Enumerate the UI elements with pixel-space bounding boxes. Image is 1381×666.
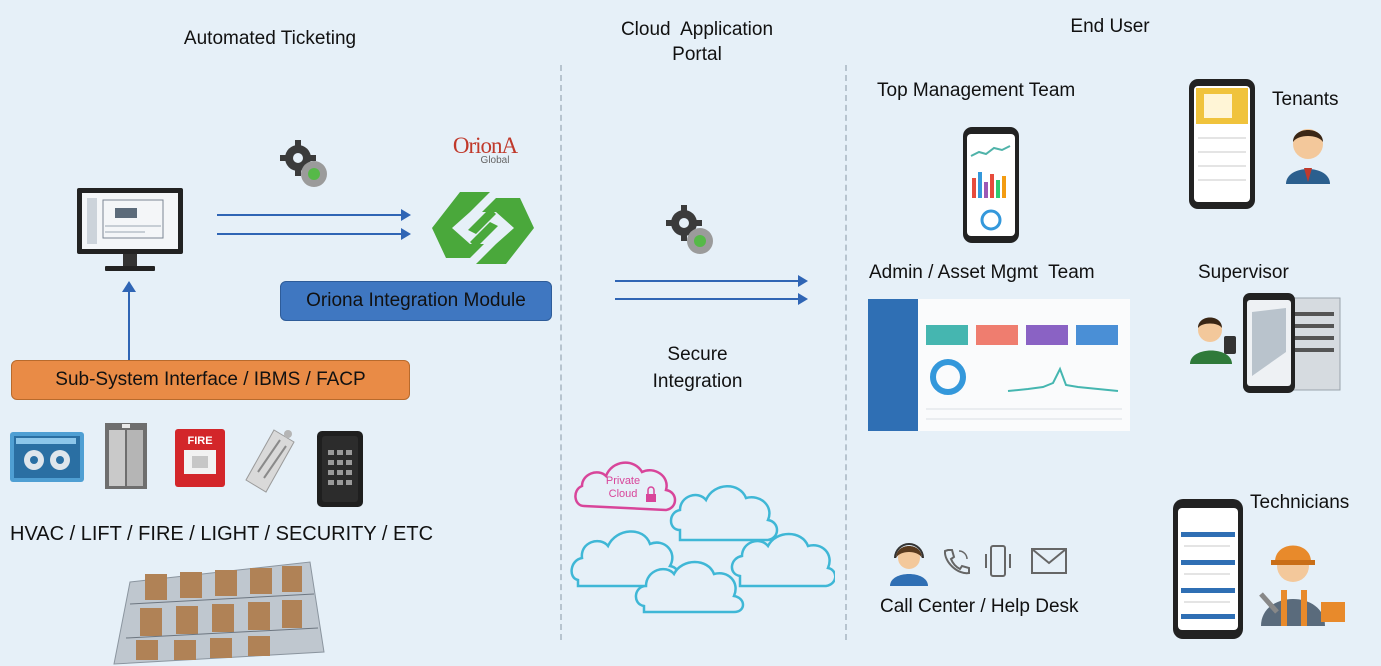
secure-integration-label: Secure Integration (610, 342, 785, 394)
top-management-label: Top Management Team (877, 80, 1076, 101)
person-icon-tenant (1282, 120, 1334, 184)
oriona-brand-sub: Global (480, 155, 510, 166)
header-cloud-portal-line2: Portal (672, 44, 722, 65)
secure-line2: Integration (652, 371, 743, 392)
header-end-user: End User (1070, 16, 1150, 37)
tenants-label: Tenants (1272, 89, 1339, 110)
supervisor-label: Supervisor (1198, 262, 1289, 283)
oriona-brand-text: OrionA Global (440, 133, 530, 166)
arrow-to-end-user-2 (615, 293, 808, 305)
gear-icon-middle (664, 205, 722, 259)
divider-right (845, 65, 847, 640)
call-center-label: Call Center / Help Desk (880, 596, 1079, 617)
oriona-logo-icon (430, 190, 536, 266)
mail-icon (1030, 546, 1068, 576)
divider-left (560, 65, 562, 640)
private-cloud-label: Private Cloud (588, 475, 658, 501)
header-cloud-portal: Cloud Application Portal (587, 17, 807, 67)
fire-alarm-icon: FIRE (174, 428, 226, 488)
header-cloud-portal-line1: Cloud Application (620, 19, 774, 40)
phone-icon (940, 546, 972, 578)
smartphone-icon-technicians (1172, 498, 1244, 640)
arrow-up-to-monitor (128, 290, 130, 360)
arrow-to-oriona-2 (217, 228, 411, 240)
keypad-icon (316, 430, 364, 508)
device-labels: HVAC / LIFT / FIRE / LIGHT / SECURITY / … (10, 523, 434, 545)
oriona-brand-name: OrionA (452, 133, 518, 158)
header-automated-ticketing: Automated Ticketing (183, 28, 357, 49)
smartphone-icon-top-management (962, 126, 1020, 244)
private-cloud-line2: Cloud (608, 488, 638, 500)
oriona-integration-module: Oriona Integration Module (280, 281, 552, 321)
headset-agent-icon (886, 540, 932, 586)
private-cloud-line1: Private (605, 475, 641, 487)
person-icon-supervisor (1188, 310, 1240, 364)
cloud-icon (570, 446, 835, 616)
gear-icon (278, 140, 336, 192)
hvac-unit-icon (8, 428, 86, 486)
arrow-to-oriona-1 (217, 209, 411, 221)
subsystem-interface-box: Sub-System Interface / IBMS / FACP (11, 360, 410, 400)
technicians-label: Technicians (1250, 492, 1350, 513)
person-icon-technician (1255, 528, 1347, 626)
arrow-to-end-user-1 (615, 275, 808, 287)
light-fixture-icon (244, 428, 296, 494)
mobile-icon (982, 544, 1014, 578)
secure-line1: Secure (667, 344, 728, 365)
monitor-icon (75, 186, 185, 276)
fire-alarm-text: FIRE (187, 435, 212, 447)
smartphone-icon-supervisor (1242, 292, 1342, 394)
switchgear-icon (110, 552, 330, 666)
admin-asset-label: Admin / Asset Mgmt Team (869, 262, 1095, 283)
lift-door-icon (104, 422, 148, 490)
smartphone-icon-tenants (1188, 78, 1256, 210)
dashboard-screen-icon (868, 299, 1130, 431)
arrow-up-head (122, 281, 136, 292)
